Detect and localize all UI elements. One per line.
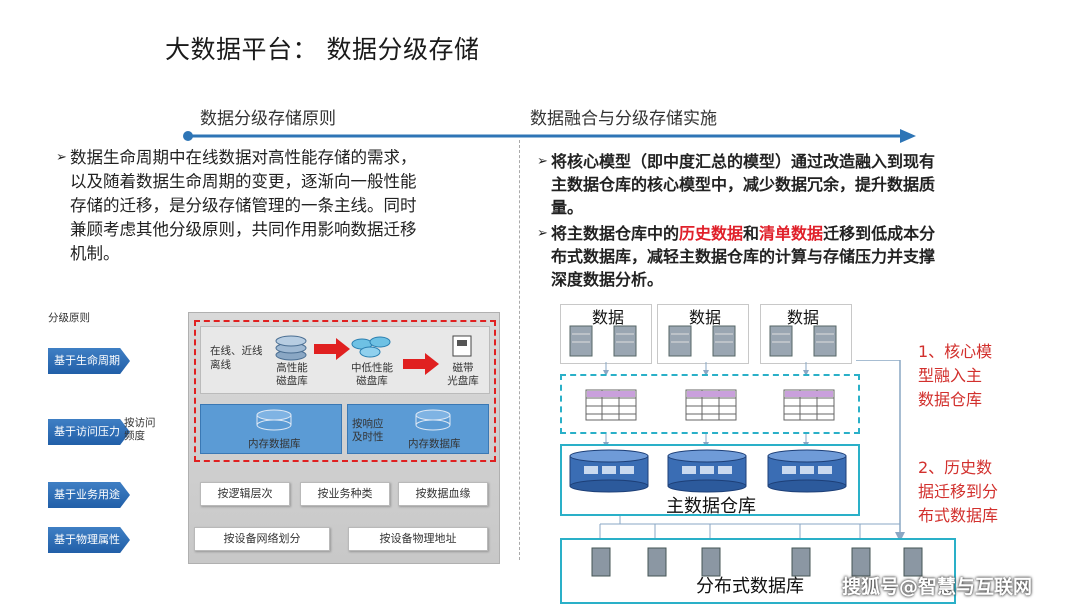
history-data-highlight: 历史数据 [679,224,744,243]
left-line: 兼顾考虑其他分级原则，共同作用影响数据迁移 [70,220,417,239]
red-arrow-icon [403,353,439,375]
online-nearline-label: 在线、近线 离线 [210,345,263,371]
data-label: 数据 [689,308,722,327]
tag-physical-attr: 基于物理属性 [48,527,130,553]
business-type-button: 按业务种类 [300,482,390,506]
principle-header: 分级原则 [48,312,90,324]
distributed-servers [591,547,923,577]
tape-optical-label: 磁带 光盘库 [447,362,479,387]
tape-library-icon [452,335,472,357]
bullet-arrow-icon: ➢ [537,226,548,241]
tag-access-pressure: 基于访问压力 [48,419,130,445]
right-line: 量。 [551,198,584,217]
database-icon [569,449,649,493]
left-line: 以及随着数据生命周期的变更，逐渐向一般性能 [70,172,417,191]
storage-tier-row [200,326,490,394]
vertical-divider [519,140,520,560]
note-core-model: 1、核心模 型融入主 数据仓库 [918,342,993,409]
distributed-db-box [560,538,956,604]
core-model-box [560,374,860,434]
note-history-migration: 2、历史数 据迁移到分 布式数据库 [918,458,999,525]
right-line: 深度数据分析。 [551,270,664,289]
data-lineage-button: 按数据血缘 [398,482,488,506]
high-perf-disk-label: 高性能 磁盘库 [276,362,308,387]
implementation-label: 数据融合与分级存储实施 [530,109,717,129]
right-line: 将核心模型（即中度汇总的模型）通过改造融入到现有 [551,152,936,171]
right-bullet-1: ➢ 将核心模型（即中度汇总的模型）通过改造融入到现有 主数据仓库的核心模型中，减… [537,150,1057,219]
model-table-icons [585,389,835,421]
disk-cluster-icon [351,336,391,358]
access-frequency-note: 按访问 频度 [124,417,156,442]
warehouse-cylinders [569,449,847,493]
left-line: 数据生命周期中在线数据对高性能存储的需求， [70,148,417,167]
distribution-bus [599,516,901,540]
principle-label: 数据分级存储原则 [200,109,336,129]
physical-address-button: 按设备物理地址 [348,527,488,551]
right-bullet-2: ➢ 将主数据仓库中的历史数据和清单数据迁移到低成本分 布式数据库，减轻主数据仓库… [537,222,1057,291]
server-icon [591,547,923,577]
server-icon [769,325,837,357]
database-icon [256,409,292,431]
memdb-right-label: 内存数据库 [408,438,461,450]
tag-lifecycle: 基于生命周期 [48,348,130,374]
server-icon [569,325,637,357]
down-arrows [603,362,809,376]
database-icon [767,449,847,493]
server-icons [569,325,837,357]
database-icon [667,449,747,493]
page-title: 大数据平台： 数据分级存储 [165,35,480,64]
left-line: 机制。 [70,244,120,263]
right-line: 布式数据库，减轻主数据仓库的计算与存储压力并支撑 [551,247,936,266]
mid-low-disk-label: 中低性能 磁盘库 [351,362,393,387]
data-label: 数据 [592,308,625,327]
left-bullet-text: 数据生命周期中在线数据对高性能存储的需求， 以及随着数据生命周期的变更，逐渐向一… [56,146,506,266]
network-division-button: 按设备网络划分 [194,527,330,551]
distributed-db-label: 分布式数据库 [696,576,804,597]
bullet-arrow-icon: ➢ [56,150,67,165]
response-timeliness-label: 按响应 及时性 [352,418,384,443]
left-bullet: ➢ 数据生命周期中在线数据对高性能存储的需求， 以及随着数据生命周期的变更，逐渐… [56,146,506,266]
timeline-arrow [183,129,916,143]
red-dashed-frame [194,320,496,462]
watermark: 搜狐号@智慧与互联网 [842,576,1033,598]
right-line: 将主数据仓库中的历史数据和清单数据迁移到低成本分 [551,224,936,243]
left-line: 存储的迁移，是分级存储管理的一条主线。同时 [70,196,417,215]
right-line: 主数据仓库的核心模型中，减少数据冗余，提升数据质 [551,175,936,194]
database-icon [415,409,451,431]
server-icon [668,325,736,357]
logic-layer-button: 按逻辑层次 [200,482,290,506]
bullet-arrow-icon: ➢ [537,154,548,169]
tag-business-use: 基于业务用途 [48,482,130,508]
disk-stack-icon [275,335,307,361]
memdb-left-label: 内存数据库 [248,438,301,450]
red-arrow-icon [314,338,350,360]
detail-data-highlight: 清单数据 [759,224,824,243]
warehouse-label: 主数据仓库 [666,496,756,517]
data-label: 数据 [787,308,820,327]
